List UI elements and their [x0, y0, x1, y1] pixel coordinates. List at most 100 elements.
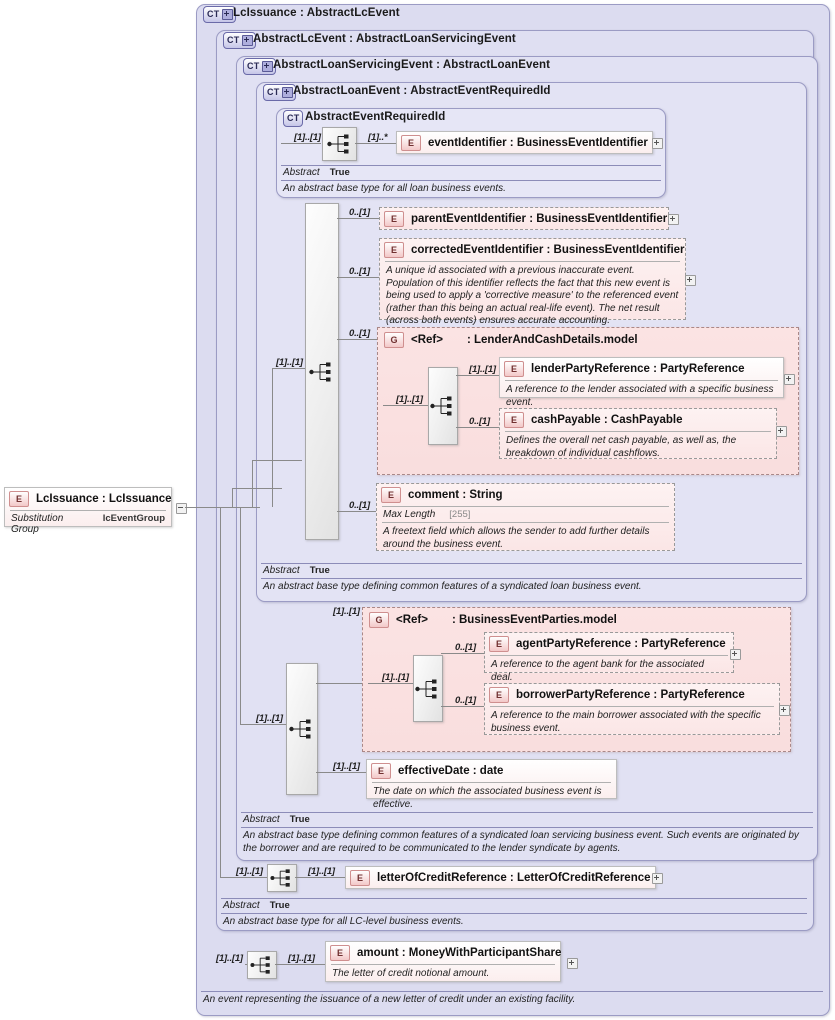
sequence-glyph-icon [415, 679, 437, 698]
complextype-badge-requiredid[interactable]: CT [283, 110, 303, 127]
connector-h-lvl5 [252, 460, 302, 461]
expand-eventidentifier-icon[interactable] [652, 138, 663, 149]
element-eventidentifier[interactable]: E eventIdentifier : BusinessEventIdentif… [396, 131, 653, 154]
card-cashpayable: 0..[1] [469, 416, 490, 427]
element-badge-icon: E [9, 491, 29, 507]
card-amount-right: [1]..[1] [288, 953, 315, 964]
card-comment: 0..[1] [349, 500, 370, 511]
divider [382, 506, 669, 507]
divider [261, 563, 802, 564]
group-header: G <Ref> : LenderAndCashDetails.model [378, 328, 798, 350]
element-effectivedate[interactable]: E effectiveDate : date The date on which… [366, 759, 617, 810]
divider [505, 431, 771, 432]
sequence-bar-lendercash[interactable] [428, 367, 458, 445]
sequence-icon-requiredid[interactable] [322, 127, 357, 161]
ct-badge-text: CT [207, 9, 220, 19]
expand-agentpartyreference-icon[interactable] [730, 649, 741, 660]
sequence-glyph-icon [289, 719, 311, 739]
element-name-cashpayable: cashPayable : CashPayable [531, 414, 683, 426]
expand-icon[interactable] [221, 9, 233, 20]
expand-cashpayable-icon[interactable] [776, 426, 787, 437]
complextype-badge-servicing[interactable]: CT [243, 58, 276, 75]
ct-badge-text: CT [287, 113, 300, 123]
card-correctedevent: 0..[1] [349, 266, 370, 277]
sequence-bar-parties[interactable] [413, 655, 443, 722]
complextype-badge-lcissuance[interactable]: CT [203, 6, 236, 23]
container-title-abstractlcevent: AbstractLcEvent : AbstractLoanServicingE… [253, 33, 516, 45]
container-title-requiredid: AbstractEventRequiredId [305, 111, 446, 123]
connector-effectivedate [316, 772, 369, 773]
element-agentpartyreference[interactable]: E agentPartyReference : PartyReference A… [484, 632, 734, 683]
divider [385, 261, 680, 262]
divider [372, 782, 611, 783]
group-badge-icon: G [384, 332, 404, 348]
abstract-value: True [329, 167, 350, 178]
element-lenderpartyreference[interactable]: E lenderPartyReference : PartyReference … [499, 357, 784, 408]
ct-badge-text: CT [247, 61, 260, 71]
card-parties-inner: [1]..[1] [382, 672, 409, 683]
complextype-badge-abstractlcevent[interactable]: CT [223, 32, 256, 49]
group-name-lenderandcashdetails: : LenderAndCashDetails.model [466, 334, 638, 346]
element-header: E parentEventIdentifier : BusinessEventI… [380, 208, 668, 230]
element-doc-lenderpartyreference: A reference to the lender associated wit… [506, 384, 774, 408]
card-eventidentifier-left: [1]..[1] [294, 132, 321, 143]
expand-icon[interactable] [261, 61, 273, 72]
connector-agentparty [441, 653, 485, 654]
element-comment[interactable]: E comment : String Max Length [255] A fr… [376, 483, 675, 551]
collapse-root-icon[interactable] [176, 503, 187, 514]
card-servicing-seq: [1]..[1] [256, 713, 283, 724]
element-doc-agentpartyreference: A reference to the agent bank for the as… [491, 659, 705, 683]
sequence-bar-servicing[interactable] [286, 663, 318, 795]
container-doc-abstractlcevent: An abstract base type for all LC-level b… [223, 916, 464, 927]
complextype-badge-loanevent[interactable]: CT [263, 84, 296, 101]
connector-v-lvl3b [240, 507, 241, 724]
maxlength-value: [255] [449, 509, 471, 520]
expand-lenderpartyreference-icon[interactable] [784, 374, 795, 385]
connector-h-lvl6 [272, 368, 305, 369]
root-element-lcissuance[interactable]: E LcIssuance : LcIssuance Substitution G… [4, 487, 172, 535]
sequence-bar-loanevent[interactable] [305, 203, 339, 540]
connector-h-lvl3b [240, 724, 290, 725]
connector-h-lvl4 [232, 488, 282, 489]
divider [490, 706, 774, 707]
element-name-agentpartyreference: agentPartyReference : PartyReference [516, 638, 726, 650]
abstract-row: Abstract True [261, 564, 802, 578]
container-footer-abstractlcevent: Abstract True An abstract base type for … [221, 898, 807, 929]
connector-h-lvl2 [220, 877, 270, 878]
element-borrowerpartyreference[interactable]: E borrowerPartyReference : PartyReferenc… [484, 683, 780, 735]
container-doc-loanevent: An abstract base type defining common fe… [263, 581, 642, 592]
card-lcevent-seq: [1]..[1] [236, 866, 263, 877]
substitution-group-value: lcEventGroup [102, 513, 165, 524]
divider [10, 510, 166, 511]
element-letterofcreditreference[interactable]: E letterOfCreditReference : LetterOfCred… [345, 866, 656, 889]
card-parties-outer: [1]..[1] [333, 606, 360, 617]
element-parenteventidentifier[interactable]: E parentEventIdentifier : BusinessEventI… [379, 207, 669, 230]
sequence-icon-lcissuance[interactable] [247, 951, 277, 979]
element-amount[interactable]: E amount : MoneyWithParticipantShare The… [325, 941, 561, 982]
expand-icon[interactable] [241, 35, 253, 46]
element-cashpayable[interactable]: E cashPayable : CashPayable Defines the … [499, 408, 777, 459]
sequence-glyph-icon [309, 362, 331, 381]
connector-eventid-in [281, 143, 321, 144]
sequence-icon-lcevent[interactable] [267, 864, 297, 892]
expand-letterofcreditreference-icon[interactable] [652, 873, 663, 884]
element-header: E cashPayable : CashPayable [500, 409, 776, 431]
divider [382, 522, 669, 523]
element-header: E letterOfCreditReference : LetterOfCred… [346, 867, 655, 889]
divider [241, 812, 813, 813]
expand-borrowerpartyreference-icon[interactable] [779, 705, 790, 716]
element-badge-icon: E [504, 412, 524, 428]
element-doc-comment: A freetext field which allows the sender… [383, 526, 650, 550]
expand-parenteventidentifier-icon[interactable] [668, 214, 679, 225]
element-badge-icon: E [330, 945, 350, 961]
expand-icon[interactable] [281, 87, 293, 98]
expand-amount-icon[interactable] [567, 958, 578, 969]
ct-badge-text: CT [227, 35, 240, 45]
element-correctedeventidentifier[interactable]: E correctedEventIdentifier : BusinessEve… [379, 238, 686, 326]
expand-correctedeventidentifier-icon[interactable] [685, 275, 696, 286]
group-header: G <Ref> : BusinessEventParties.model [363, 608, 790, 630]
group-ref-label: <Ref> [411, 334, 443, 346]
card-effectivedate: [1]..[1] [333, 761, 360, 772]
element-doc-cashpayable: Defines the overall net cash payable, as… [506, 435, 737, 459]
element-name-letterofcreditreference: letterOfCreditReference : LetterOfCredit… [377, 872, 651, 884]
